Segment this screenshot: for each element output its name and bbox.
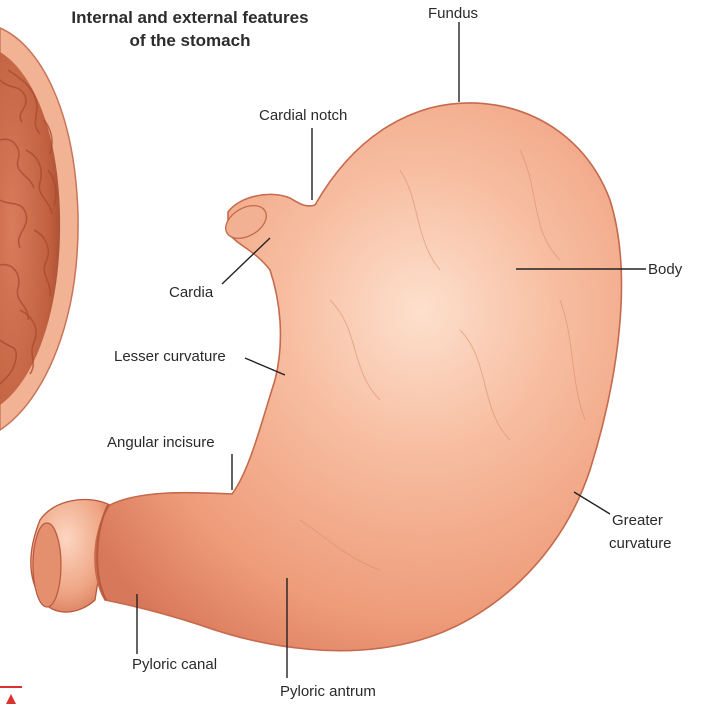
leader-greater-curvature — [574, 492, 610, 514]
label-body: Body — [648, 260, 682, 279]
label-cardia: Cardia — [169, 283, 213, 302]
stomach-body — [95, 103, 622, 651]
page-marker-icon — [0, 684, 22, 706]
diagram-title: Internal and external features of the st… — [40, 6, 340, 52]
label-greater-curvature-line-1: Greater — [612, 511, 663, 530]
label-angular-incisure: Angular incisure — [107, 433, 215, 452]
opened-stomach-section — [0, 28, 78, 430]
title-line-1: Internal and external features — [40, 6, 340, 29]
label-pyloric-antrum: Pyloric antrum — [280, 682, 376, 701]
label-fundus: Fundus — [428, 4, 478, 23]
label-pyloric-canal: Pyloric canal — [132, 655, 217, 674]
title-line-2: of the stomach — [40, 29, 340, 52]
label-greater-curvature-line-2: curvature — [609, 534, 672, 553]
label-cardial-notch: Cardial notch — [259, 106, 347, 125]
label-lesser-curvature: Lesser curvature — [114, 347, 226, 366]
